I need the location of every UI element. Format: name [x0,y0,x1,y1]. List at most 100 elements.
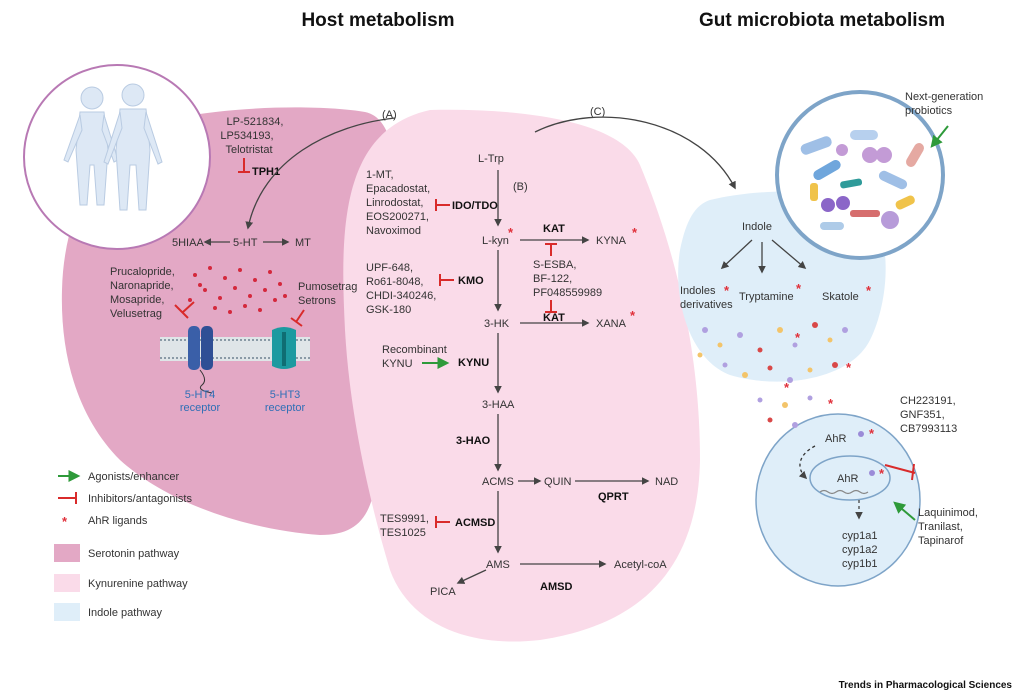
legend-kynurenine-swatch [54,574,80,592]
kynu-agonist-2: KYNU [382,358,413,370]
kynurenine-region [343,109,700,642]
section-b: (B) [513,181,528,193]
ht3-receptor-icon [272,327,296,369]
kmo-inhibitor-4: GSK-180 [366,304,411,316]
metabolite-star-3: * [784,380,790,395]
metabolite-dots [697,322,848,428]
ht3-receptor-word: receptor [265,402,306,414]
kmo-inhibitor-1: UPF-648, [366,262,413,274]
legend-indole-swatch [54,603,80,621]
ahr-antagonist-3: CB7993113 [900,423,957,435]
microbiota-circle [775,90,945,260]
tph1-inhibitor-2: LP534193, [220,130,273,142]
ht4-inhibition-mark [174,301,195,319]
kynu-agonist-1: Recombinant [382,344,447,356]
nad-label: NAD [655,476,678,488]
acmsd-inhibition-mark [435,516,450,528]
gene-cyp1a1: cyp1a1 [842,530,877,542]
ahr-cytoplasm-star: * [869,426,875,441]
ht4-receptor-icon [188,326,213,394]
legend-ligands: AhR ligands [88,515,148,527]
ht4-agonist-2: Naronapride, [110,280,174,292]
ht4-agonist-4: Velusetrag [110,308,162,320]
pica-label: PICA [430,586,456,598]
section-a: (A) [382,109,397,121]
kmo-inhibitor-2: Ro61-8048, [366,276,424,288]
xana-label: XANA [596,318,627,330]
acmsd-inhibitor-2: TES1025 [380,527,426,539]
ahr-agonist-3: Tapinarof [918,535,964,547]
dna-strand [819,489,869,495]
acmsd-label: ACMSD [455,517,495,529]
kyna-label: KYNA [596,235,627,247]
kynu-label: KYNU [458,357,489,369]
acms-label: ACMS [482,476,514,488]
indoles-star: * [724,283,730,298]
tryptamine-label: Tryptamine [739,291,794,303]
5ht-label: 5-HT [233,237,258,249]
ido-inhibitor-2: Epacadostat, [366,183,430,195]
ahr-agonist-1: Laquinimod, [918,507,978,519]
arrow-trp-5ht [245,117,396,230]
kmo-inhibitor-3: CHDI-340246, [366,290,436,302]
lkyn-star: * [508,225,514,240]
host-metabolism-title: Host metabolism [301,10,454,31]
skatole-star: * [866,283,872,298]
ahr-translocation-arrow [798,445,816,480]
metabolite-star-4: * [828,396,834,411]
ahr-nucleus-label: AhR [837,473,858,485]
human-figures-icon [63,83,163,211]
ahr-cytoplasm-label: AhR [825,433,846,445]
tph1-inhibitor-3: Telotristat [225,144,272,156]
3haa-label: 3-HAA [482,399,515,411]
skatole-label: Skatole [822,291,859,303]
indoles-label-1: Indoles [680,285,716,297]
ido-tdo-label: IDO/TDO [452,200,498,212]
ht3-receptor-label: 5-HT3 [270,389,301,401]
ahr-agonist-2: Tranilast, [918,521,963,533]
ido-inhibition-mark [435,199,450,211]
legend-serotonin-swatch [54,544,80,562]
metabolite-star-2: * [846,360,852,375]
ahr-nucleus-star: * [879,466,885,481]
ht4-receptor-word: receptor [180,402,221,414]
legend-inhibitor-mark [58,492,77,504]
3hk-label: 3-HK [484,318,510,330]
kat2-inhibition-mark [545,300,557,313]
kat-inhibitor-2: BF-122, [533,273,572,285]
tph1-label: TPH1 [252,166,280,178]
legend-agonists: Agonists/enhancer [88,471,179,483]
serotonin-dots [188,266,287,314]
ht4-agonist-1: Prucalopride, [110,266,175,278]
ngp-label-1: Next-generation [905,91,983,103]
ngp-agonist-arrow [930,125,949,148]
indoles-label-2: derivatives [680,299,733,311]
ido-inhibitor-3: Linrodostat, [366,197,423,209]
ht3-inhibition-mark [290,309,305,327]
ams-label: AMS [486,559,510,571]
kat1-label: KAT [543,223,565,235]
gut-metabolism-title: Gut microbiota metabolism [699,10,945,31]
ido-inhibitor-1: 1-MT, [366,169,394,181]
kmo-inhibition-mark [439,274,454,286]
bacteria-icon [800,130,924,230]
gene-cyp1b1: cyp1b1 [842,558,877,570]
metabolite-star-1: * [795,330,801,345]
mt-label: MT [295,237,311,249]
ltrp-label: L-Trp [478,153,504,165]
arrow-indole-skatole [771,239,807,270]
acmsd-inhibitor-1: TES9991, [380,513,429,525]
kat-inhibitor-3: PF048559989 [533,287,602,299]
legend-serotonin: Serotonin pathway [88,548,180,560]
section-c: (C) [590,106,605,118]
legend-kynurenine: Kynurenine pathway [88,578,188,590]
ht4-receptor-label: 5-HT4 [185,389,216,401]
legend-ligand-star: * [62,514,68,529]
ahr-antagonist-mark [884,463,916,481]
ido-inhibitor-5: Navoximod [366,225,421,237]
ngp-label-2: probiotics [905,105,953,117]
kmo-label: KMO [458,275,484,287]
legend: Agonists/enhancer Inhibitors/antagonists… [54,470,192,621]
ahr-cell [755,413,921,587]
